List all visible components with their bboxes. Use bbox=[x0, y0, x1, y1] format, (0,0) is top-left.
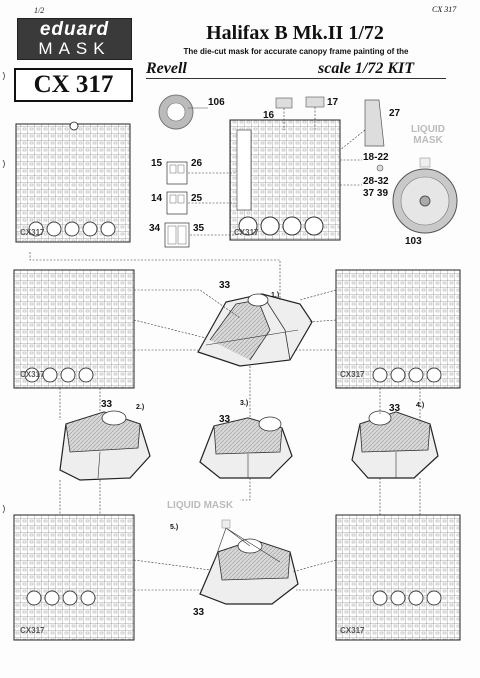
sheet-label: CX317 bbox=[340, 370, 365, 379]
step-marker: 4.) bbox=[416, 402, 425, 409]
liquid-mask-label: LIQUID MASK bbox=[166, 500, 234, 511]
canopy-step-1 bbox=[197, 293, 313, 367]
part-number: 26 bbox=[191, 158, 203, 169]
canopy-step-4 bbox=[351, 410, 439, 479]
page-title: Halifax B Mk.II 1/72 bbox=[206, 22, 384, 44]
mask-sheet-mid-right bbox=[335, 269, 461, 389]
liquid-mask-label: LIQUID MASK bbox=[411, 124, 445, 146]
part-number: 28-32 bbox=[363, 176, 389, 187]
step-marker: 2.) bbox=[136, 404, 145, 411]
sheet-label: CX317 bbox=[234, 228, 259, 237]
sheet-label: CX317 bbox=[20, 370, 45, 379]
logo-brand: eduard bbox=[39, 19, 110, 40]
part-number: 33 bbox=[101, 399, 113, 410]
part-number: 17 bbox=[327, 97, 339, 108]
sheet-label: CX317 bbox=[20, 626, 45, 635]
binder-mark bbox=[2, 159, 5, 169]
part-number: 25 bbox=[191, 193, 203, 204]
canopy-step-5 bbox=[199, 519, 299, 605]
canopy-step-2 bbox=[59, 410, 151, 481]
part-number: 33 bbox=[193, 607, 205, 618]
binder-mark bbox=[2, 71, 5, 81]
mask-sheet-mid-left bbox=[13, 269, 135, 389]
part-number: 14 bbox=[151, 193, 163, 204]
canopy-step-3 bbox=[199, 416, 293, 479]
part-number: 35 bbox=[193, 223, 205, 234]
part-number: 103 bbox=[405, 236, 422, 247]
part-number: 34 bbox=[149, 223, 161, 234]
part-number: 15 bbox=[151, 158, 163, 169]
binder-mark bbox=[2, 504, 5, 514]
part-number: 33 bbox=[389, 403, 401, 414]
product-code: CX 317 bbox=[14, 68, 133, 102]
part-number: 106 bbox=[208, 97, 225, 108]
subtitle: The die-cut mask for accurate canopy fra… bbox=[183, 47, 409, 56]
part-number: 16 bbox=[263, 110, 275, 121]
step-marker: 1.) bbox=[271, 292, 280, 299]
mask-sheet-detail bbox=[229, 119, 341, 241]
logo-product: MASK bbox=[38, 39, 111, 58]
step-marker: 5.) bbox=[170, 524, 179, 531]
kit-scale: scale 1/72 KIT bbox=[318, 60, 414, 77]
eduard-logo: eduard MASK bbox=[17, 18, 132, 60]
mask-sheet-top-left bbox=[15, 121, 131, 243]
part-number: 27 bbox=[389, 108, 401, 119]
title-divider bbox=[146, 78, 446, 79]
mask-sheet-bottom-right bbox=[335, 514, 461, 641]
part-number: 33 bbox=[219, 280, 231, 291]
step-marker: 3.) bbox=[240, 400, 249, 407]
sheet-label: CX317 bbox=[20, 228, 45, 237]
part-number: 37 39 bbox=[363, 188, 389, 199]
kit-maker: Revell bbox=[146, 60, 187, 77]
sheet-label: CX317 bbox=[340, 626, 365, 635]
document-id: CX 317 bbox=[432, 5, 457, 14]
part-number: 33 bbox=[219, 414, 231, 425]
mask-sheet-bottom-left bbox=[13, 514, 135, 641]
part-number: 18-22 bbox=[363, 152, 389, 163]
page-number: 1/2 bbox=[34, 6, 45, 15]
